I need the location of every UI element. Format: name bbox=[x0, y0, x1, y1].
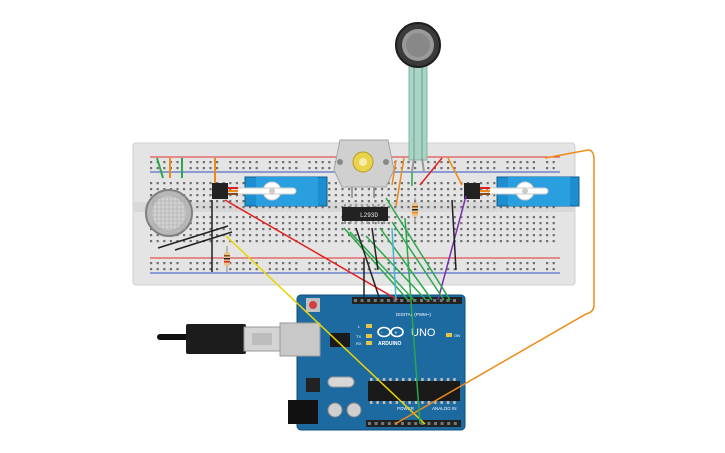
capacitor bbox=[346, 402, 362, 418]
digital-label: DIGITAL (PWM~) bbox=[396, 312, 431, 317]
wire-green[interactable] bbox=[365, 235, 427, 301]
wire-green[interactable] bbox=[156, 157, 164, 179]
resistor-1[interactable] bbox=[224, 246, 230, 272]
wire-purple[interactable] bbox=[437, 195, 467, 301]
tx-led bbox=[366, 334, 372, 338]
digital-pins bbox=[354, 299, 456, 302]
uno-label: UNO bbox=[411, 327, 436, 339]
wire-orange[interactable] bbox=[394, 149, 595, 425]
wire-yellow[interactable] bbox=[225, 235, 426, 425]
gas-sensor[interactable] bbox=[145, 189, 193, 237]
svg-text:+: + bbox=[395, 331, 398, 337]
wire-orange[interactable] bbox=[395, 157, 405, 207]
atmega-chip bbox=[368, 381, 460, 401]
usb-cable[interactable] bbox=[157, 324, 281, 354]
l293d-label: L293D bbox=[360, 212, 378, 219]
power-label: POWER bbox=[397, 406, 415, 411]
rx-led bbox=[366, 341, 372, 345]
wires bbox=[156, 149, 595, 425]
analog-in-label: ANALOG IN bbox=[432, 406, 457, 411]
wire-green[interactable] bbox=[404, 217, 421, 425]
servo-left[interactable] bbox=[212, 176, 328, 207]
on-led bbox=[446, 333, 452, 337]
wire-cyan[interactable] bbox=[391, 227, 397, 301]
wire-black[interactable] bbox=[355, 227, 381, 301]
l293d-legs bbox=[344, 204, 386, 224]
wire-black[interactable] bbox=[157, 225, 229, 249]
usb-port bbox=[279, 322, 321, 357]
wire-green[interactable] bbox=[343, 227, 409, 301]
wire-black[interactable] bbox=[371, 227, 379, 271]
arduino-uno-board[interactable]: L TX RX ON - + ARDUINO UNO DIGITAL (PWM~… bbox=[279, 294, 466, 431]
wire-red[interactable] bbox=[224, 199, 399, 301]
dc-motor[interactable] bbox=[333, 139, 395, 198]
rx-label: RX bbox=[356, 341, 362, 346]
wire-black[interactable] bbox=[174, 231, 233, 251]
wire-black[interactable] bbox=[451, 199, 457, 271]
voltage-regulator bbox=[306, 378, 320, 392]
usb-chip bbox=[330, 333, 350, 347]
capacitor bbox=[327, 402, 343, 418]
wire-green[interactable] bbox=[379, 227, 433, 301]
servo-right[interactable] bbox=[464, 176, 580, 207]
svg-text:-: - bbox=[381, 330, 383, 336]
motor-driver-chip[interactable]: L293D bbox=[342, 204, 388, 224]
wire-orange[interactable] bbox=[447, 157, 463, 186]
wire-orange[interactable] bbox=[391, 159, 397, 186]
wire-green[interactable] bbox=[385, 197, 451, 301]
l-led bbox=[366, 324, 372, 328]
l-label: L bbox=[358, 324, 361, 329]
force-sensitive-resistor[interactable] bbox=[395, 22, 441, 173]
resistor-2[interactable] bbox=[412, 198, 418, 224]
wire-green[interactable] bbox=[391, 221, 445, 301]
wire-red[interactable] bbox=[419, 157, 443, 186]
power-analog-header[interactable] bbox=[366, 420, 461, 427]
gas-sensor-mesh bbox=[152, 196, 186, 230]
tx-label: TX bbox=[356, 334, 361, 339]
power-jack bbox=[288, 400, 318, 424]
crystal-oscillator bbox=[327, 376, 355, 388]
arduino-infinity-logo-icon: - + bbox=[377, 326, 404, 338]
arduino-brand: ARDUINO bbox=[378, 341, 401, 347]
on-label: ON bbox=[454, 333, 460, 338]
